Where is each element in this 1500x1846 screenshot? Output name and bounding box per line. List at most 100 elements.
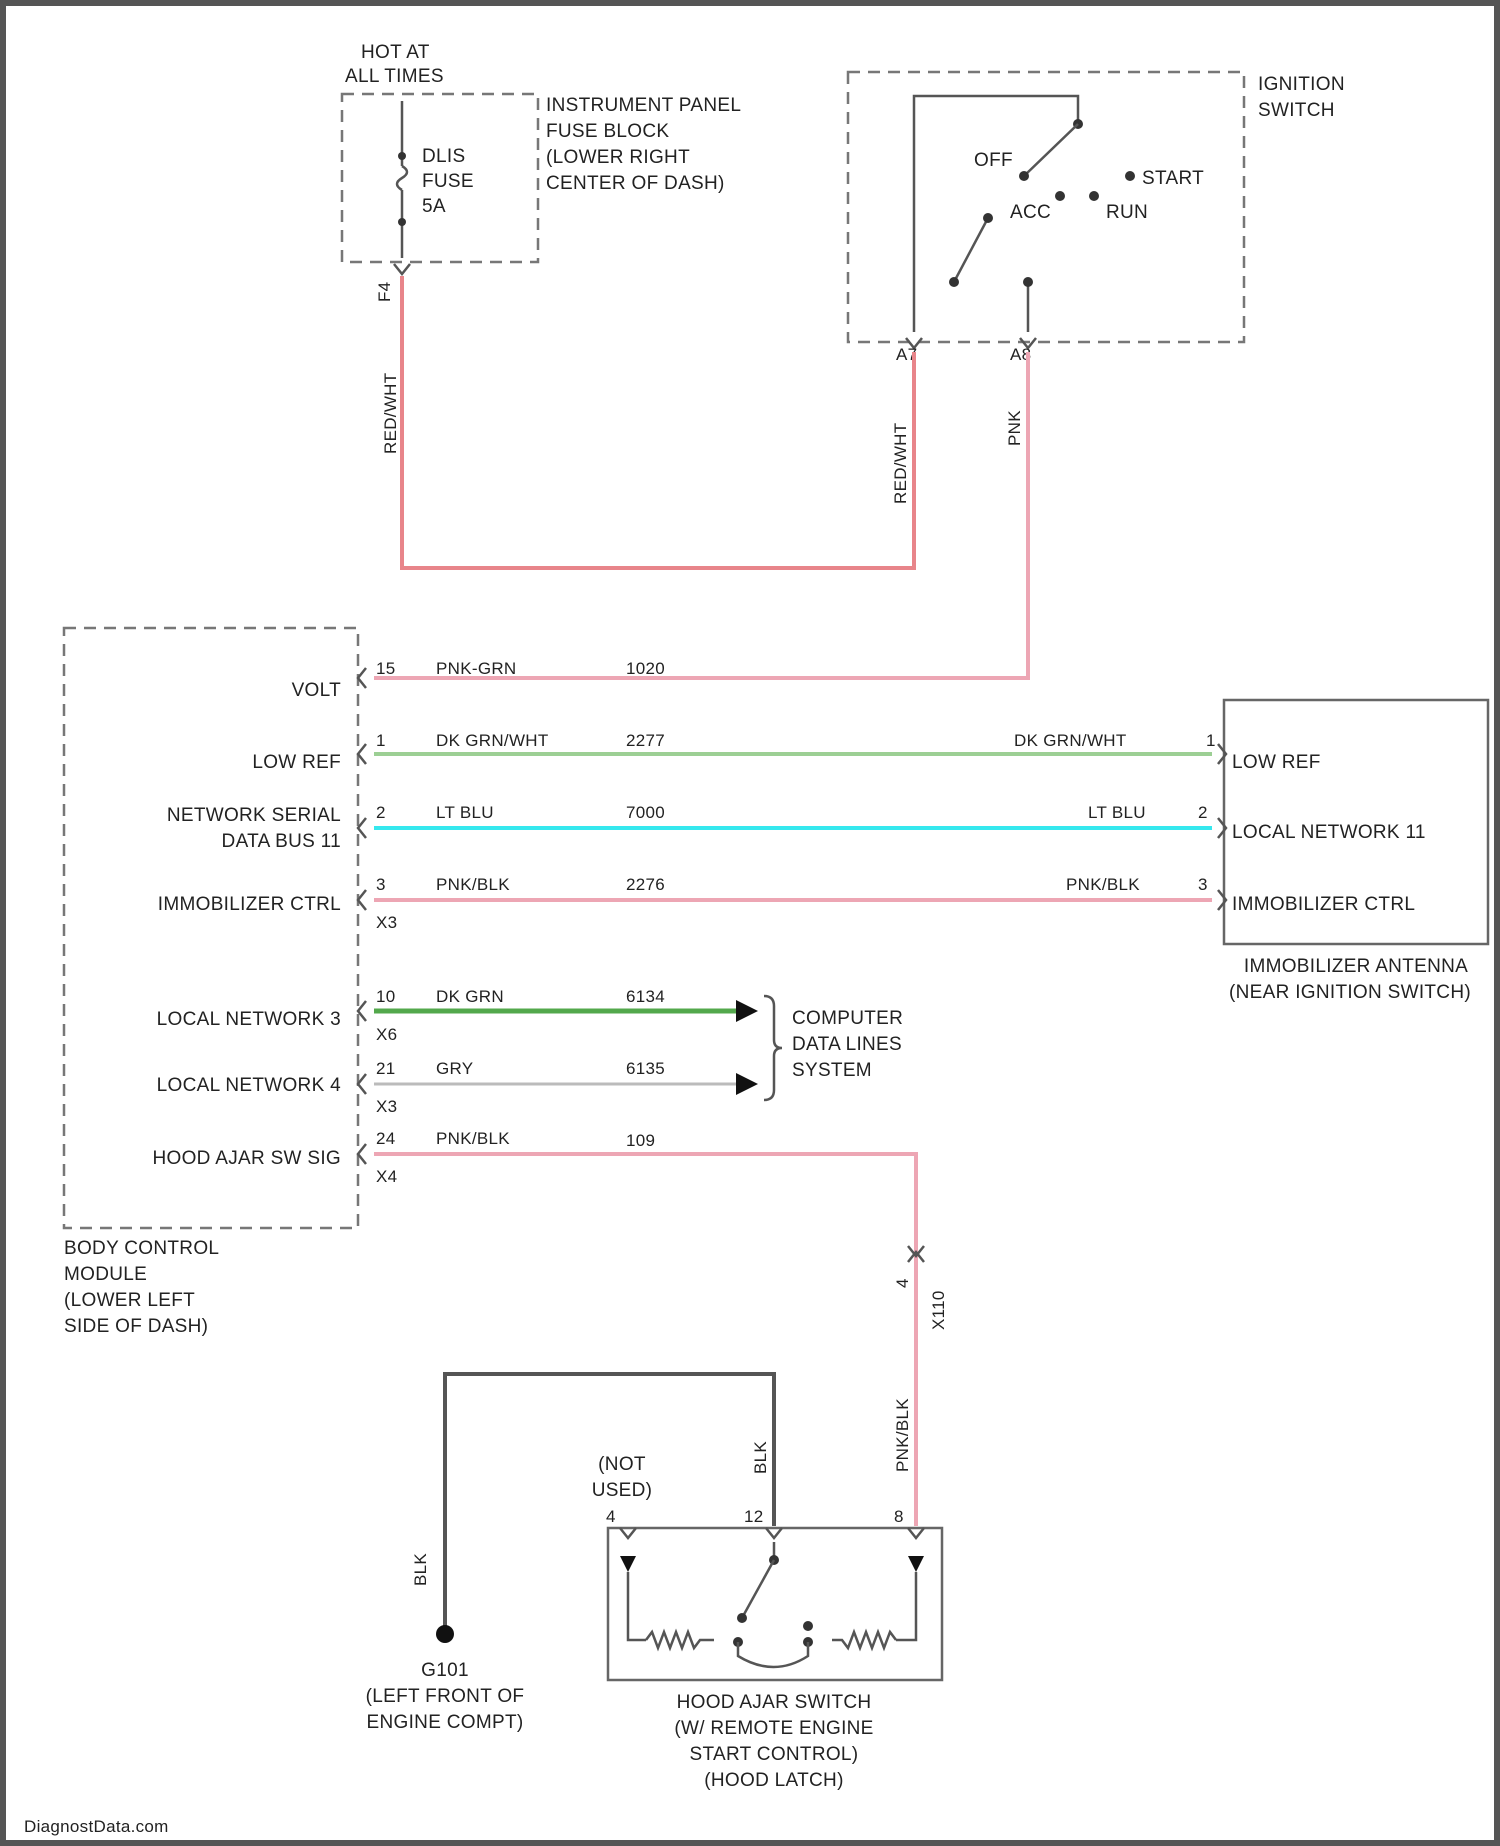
- bcm-pin-local-4: 21: [376, 1059, 396, 1078]
- antenna-signal-local-network: LOCAL NETWORK 11: [1232, 822, 1426, 843]
- antenna-signal-immobilizer: IMMOBILIZER CTRL: [1232, 894, 1415, 915]
- inline-connector: 4 X110 PNK/BLK: [893, 1246, 948, 1472]
- bcm-signal-local-3: LOCAL NETWORK 3: [157, 1009, 341, 1030]
- hood-pin-c: 8: [894, 1507, 904, 1526]
- hood-right-resistor-icon: [832, 1632, 896, 1648]
- hood-terminal-icon-left: [620, 1556, 636, 1572]
- hood-left-lead: [628, 1572, 646, 1640]
- hood-left-resistor-icon: [646, 1632, 714, 1648]
- bcm-color-low-ref: DK GRN/WHT: [436, 731, 549, 750]
- red-wht-wire: [402, 276, 914, 568]
- ignition-switch: IGNITION SWITCH OFF ACC RUN START A7 A8: [848, 72, 1345, 364]
- hood-blk-wire-label: BLK: [751, 1441, 770, 1474]
- bcm-color-local-3: DK GRN: [436, 987, 504, 1006]
- bcm-pin-local-3: 10: [376, 987, 396, 1006]
- bcm-pin-volt: 15: [376, 659, 396, 678]
- ignition-acc-pivot: [983, 213, 993, 223]
- hood-switch-connector-icons: [620, 1528, 924, 1538]
- fuse-rating-label: 5A: [422, 196, 446, 217]
- ignition-contact-run: [1089, 191, 1099, 201]
- fuse-pin-label: F4: [375, 282, 394, 302]
- ignition-blade: [1024, 124, 1078, 176]
- wiring-diagram-sheet: HOT AT ALL TIMES DLIS FUSE 5A INSTRUMENT…: [6, 6, 1494, 1840]
- bcm-pin-hood-ajar: 24: [376, 1129, 396, 1148]
- antenna-color-1: DK GRN/WHT: [1014, 731, 1127, 750]
- fuse-block-label-1: INSTRUMENT PANEL: [546, 95, 741, 116]
- antenna-label-2: (NEAR IGNITION SWITCH): [1229, 982, 1471, 1003]
- hood-pin-b: 12: [744, 1507, 764, 1526]
- bcm-pin-immobilizer: 3: [376, 875, 386, 894]
- watermark: DiagnostData.com: [24, 1817, 169, 1836]
- fuse-connector-icon: [394, 264, 410, 274]
- pnk-wire-label: PNK: [1005, 410, 1024, 446]
- fuse-name-label: DLIS: [422, 146, 465, 167]
- ground-wire-label: BLK: [411, 1553, 430, 1586]
- bcm-circuit-immobilizer: 2276: [626, 875, 665, 894]
- bcm-pin-network: 2: [376, 803, 386, 822]
- bcm-circuit-local-4: 6135: [626, 1059, 665, 1078]
- bcm-circuit-volt: 1020: [626, 659, 665, 678]
- fuse-terminal-bottom: [398, 218, 406, 226]
- top-wires: RED/WHT RED/WHT PNK: [374, 276, 1028, 678]
- hood-label-2: (W/ REMOTE ENGINE: [674, 1718, 873, 1739]
- body-control-module: BODY CONTROL MODULE (LOWER LEFT SIDE OF …: [64, 628, 1212, 1526]
- bcm-conn-immobilizer: X3: [376, 913, 397, 932]
- hood-pin-a: 4: [606, 1507, 616, 1526]
- antenna-color-3: PNK/BLK: [1066, 875, 1140, 894]
- bcm-label-2: MODULE: [64, 1264, 147, 1285]
- ignition-pos-acc: ACC: [1010, 202, 1051, 223]
- bcm-label-3: (LOWER LEFT: [64, 1290, 195, 1311]
- inline-connector-id: X110: [929, 1290, 948, 1330]
- bcm-circuit-low-ref: 2277: [626, 731, 665, 750]
- red-wire-label-right: RED/WHT: [891, 423, 910, 504]
- bcm-signal-immobilizer: IMMOBILIZER CTRL: [158, 894, 341, 915]
- hood-switch-link: [738, 1642, 808, 1667]
- antenna-pin-2: 2: [1198, 803, 1208, 822]
- bcm-signal-low-ref: LOW REF: [252, 752, 341, 773]
- blk-ground-wire: [445, 1374, 774, 1630]
- antenna-pin-3: 3: [1198, 875, 1208, 894]
- red-wire-label-left: RED/WHT: [381, 373, 400, 454]
- immobilizer-antenna: LOW REF LOCAL NETWORK 11 IMMOBILIZER CTR…: [1014, 700, 1488, 1003]
- bcm-circuit-local-3: 6134: [626, 987, 665, 1006]
- bcm-signal-local-4: LOCAL NETWORK 4: [157, 1075, 341, 1096]
- ground-label-2: ENGINE COMPT): [367, 1712, 524, 1733]
- antenna-pin-1: 1: [1206, 731, 1216, 750]
- inline-connector-pin: 4: [893, 1278, 912, 1288]
- bcm-color-immobilizer: PNK/BLK: [436, 875, 510, 894]
- ignition-feed-line: [914, 96, 1078, 332]
- bcm-circuit-hood-ajar: 109: [626, 1131, 655, 1150]
- hood-pnk-blk-label: PNK/BLK: [893, 1398, 912, 1472]
- not-used-label-1: (NOT: [598, 1454, 646, 1475]
- hood-label-1: HOOD AJAR SWITCH: [677, 1692, 872, 1713]
- bcm-color-local-4: GRY: [436, 1059, 473, 1078]
- fuse-block-label-2: FUSE BLOCK: [546, 121, 669, 142]
- fuse-icon: [397, 166, 407, 190]
- ignition-contact-acc: [1055, 191, 1065, 201]
- antenna-color-2: LT BLU: [1088, 803, 1146, 822]
- ignition-acc-blade: [954, 218, 988, 282]
- fuse-terminal-top: [398, 152, 406, 160]
- ignition-pos-off: OFF: [974, 150, 1013, 171]
- hood-ajar-switch: (NOT USED) 4 12 8 HOOD AJAR SWITCH (W/ R…: [592, 1454, 942, 1791]
- fuse-block-label-3: (LOWER RIGHT: [546, 147, 690, 168]
- all-times-label: ALL TIMES: [345, 66, 444, 87]
- data-lines-brace: [764, 996, 782, 1100]
- ignition-run-terminal: [1023, 277, 1033, 287]
- bcm-color-volt: PNK-GRN: [436, 659, 517, 678]
- bcm-signal-volt: VOLT: [292, 680, 342, 701]
- ignition-acc-contact: [949, 277, 959, 287]
- ignition-pos-start: START: [1142, 168, 1204, 189]
- hood-switch-contact-a: [737, 1613, 747, 1623]
- data-lines-label-1: COMPUTER: [792, 1008, 903, 1029]
- antenna-label-1: IMMOBILIZER ANTENNA: [1244, 956, 1468, 977]
- data-lines-label-3: SYSTEM: [792, 1060, 872, 1081]
- arrow-icon-local-4: [736, 1073, 758, 1095]
- bcm-color-hood-ajar: PNK/BLK: [436, 1129, 510, 1148]
- computer-data-lines: COMPUTER DATA LINES SYSTEM: [764, 996, 903, 1100]
- hood-label-3: START CONTROL): [690, 1744, 859, 1765]
- hood-switch-blade: [742, 1560, 774, 1618]
- ignition-pos-run: RUN: [1106, 202, 1148, 223]
- pnk-ignition-wire: [374, 352, 1028, 678]
- not-used-label-2: USED): [592, 1480, 653, 1501]
